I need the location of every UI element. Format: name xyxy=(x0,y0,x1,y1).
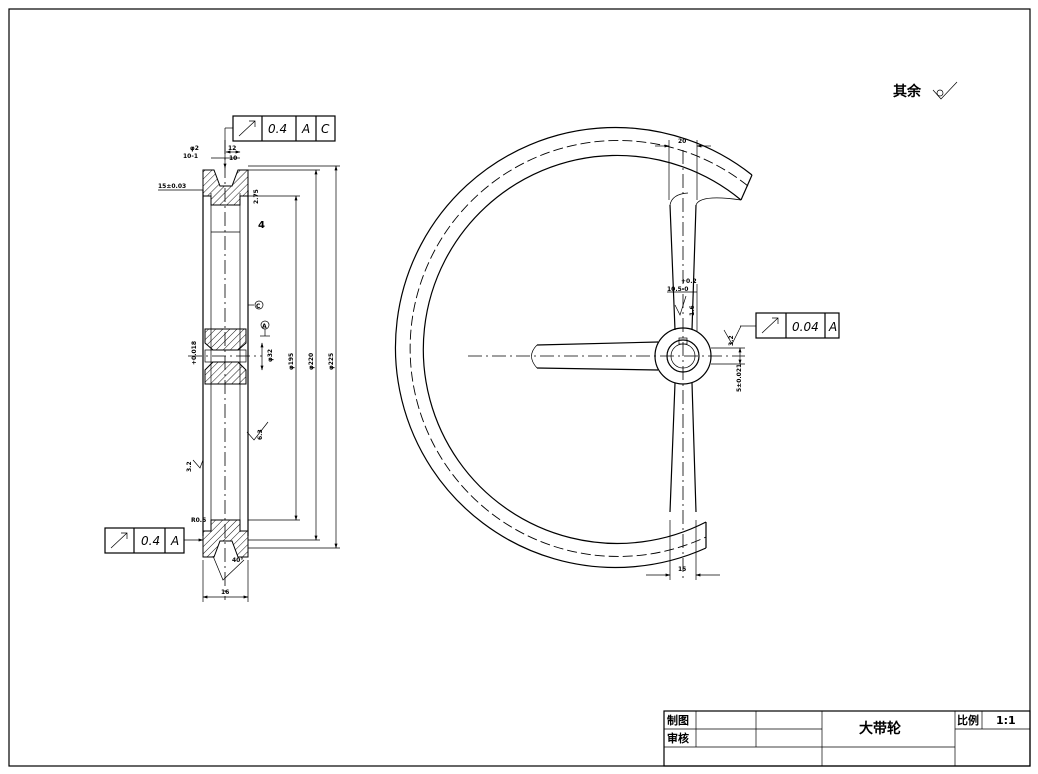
spoke-left xyxy=(536,341,659,371)
hub-section-bottom xyxy=(204,361,247,385)
hub-section-top xyxy=(204,328,247,351)
dim-10-1: 10-1 xyxy=(183,153,198,160)
general-roughness-note: 其余 xyxy=(893,81,958,100)
fcf-right-datum: A xyxy=(828,320,837,334)
remark-label: 其余 xyxy=(893,83,922,100)
runout-arrow-icon xyxy=(110,532,128,549)
sheet-border xyxy=(8,8,1031,767)
datum-a-label: A xyxy=(262,323,267,330)
title-drawn-label: 制图 xyxy=(667,713,689,727)
dim-2-75: 2.75 xyxy=(253,189,260,204)
fcf-bottom: 0.4 A xyxy=(104,527,204,554)
dim-tol-fit: +0.018 xyxy=(191,341,198,365)
title-scale-label: 比例 xyxy=(957,713,979,727)
rough-3-2: 3.2 xyxy=(186,461,193,472)
rough-3-2-right: 3.2 xyxy=(728,335,735,346)
dim-d195: φ195 xyxy=(288,353,295,370)
dim-4: 4 xyxy=(258,220,265,231)
rim-inner xyxy=(422,154,742,545)
fcf-top-datum-2: C xyxy=(321,122,330,136)
dim-15: 15 xyxy=(678,566,686,573)
roughness-symbol-icon xyxy=(674,295,687,316)
fcf-top-tolerance: 0.4 xyxy=(268,122,287,136)
dim-16: 16 xyxy=(221,589,229,596)
runout-arrow-icon xyxy=(761,317,779,334)
fcf-bottom-tolerance: 0.4 xyxy=(141,534,160,548)
roughness-symbol-icon xyxy=(932,81,958,100)
dim-15: 15±0.03 xyxy=(158,183,186,190)
title-scale-value: 1:1 xyxy=(996,714,1016,727)
dim-r05: R0.5 xyxy=(191,517,206,524)
dim-d32: φ32 xyxy=(267,349,274,362)
dim-20: 20 xyxy=(678,138,686,145)
dim-phi2: φ2 xyxy=(190,145,199,152)
dim-12: 12 xyxy=(228,145,236,152)
rough-1-6: 1.6 xyxy=(689,305,696,316)
left-section-view: 4 φ195 φ220 φ225 φ32 +0.018 C A φ2 10-1 … xyxy=(104,115,340,602)
title-checked-label: 审核 xyxy=(667,731,689,745)
fcf-bottom-datum: A xyxy=(170,534,179,548)
right-front-view: 20 15 +0.2 10.5-0 1.6 5±0.021 3.2 xyxy=(394,126,840,580)
roughness-symbol-icon xyxy=(192,459,204,469)
runout-arrow-icon xyxy=(238,120,256,137)
roughness-symbol-icon xyxy=(246,421,269,441)
dim-d225: φ225 xyxy=(328,353,335,370)
fcf-right: 0.04 A xyxy=(740,312,840,339)
dim-10: 10 xyxy=(229,155,237,162)
dim-d220: φ220 xyxy=(308,353,315,370)
fcf-top-datum-1: A xyxy=(301,122,310,136)
rim-section-top xyxy=(202,169,249,206)
dim-40deg: 40° xyxy=(232,557,243,564)
roughness-symbol-icon xyxy=(723,325,742,345)
title-part-name: 大带轮 xyxy=(859,720,901,737)
datum-c-label: C xyxy=(256,303,261,310)
dim-key-depth-base: 10.5-0 xyxy=(667,286,688,293)
fcf-top: 0.4 A C xyxy=(223,115,336,169)
spoke-up xyxy=(669,204,697,331)
rim-section-bottom xyxy=(202,519,249,558)
rough-6-3: 6.3 xyxy=(257,429,264,440)
rim-outer xyxy=(394,126,753,569)
dim-key-width: 5±0.021 xyxy=(736,364,743,392)
spoke-down xyxy=(669,382,697,513)
dim-key-depth: +0.2 xyxy=(681,278,697,285)
title-block: 制图 审核 大带轮 比例 1:1 xyxy=(663,710,1031,767)
rim-pitch xyxy=(409,140,749,557)
fcf-right-tolerance: 0.04 xyxy=(792,320,819,334)
